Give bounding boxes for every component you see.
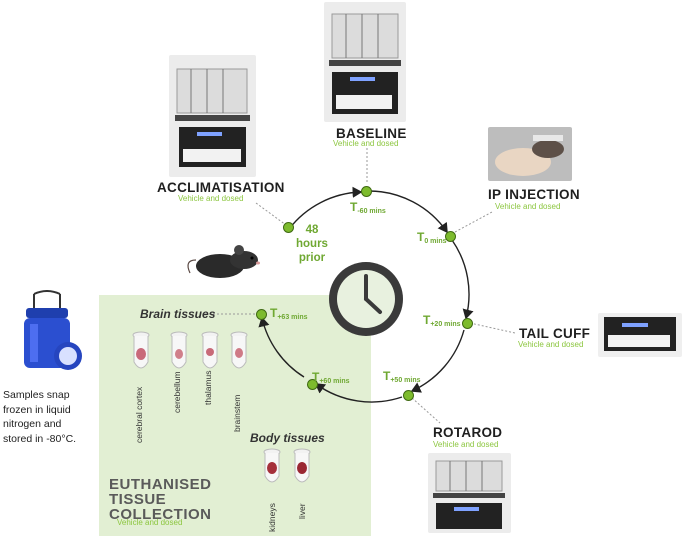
timepoint-dot-20: [462, 318, 473, 329]
euthanised-title: EUTHANISED TISSUE COLLECTION: [109, 476, 212, 523]
stage-title-rotarod: ROTAROD: [433, 425, 503, 440]
timepoint-dot-50: [403, 390, 414, 401]
stage-title-acclimatisation: ACCLIMATISATION: [157, 180, 285, 195]
timepoint-label-20: T+20 mins: [423, 313, 461, 328]
timeline-arc: [258, 316, 305, 378]
timepoint-dot-60: [307, 379, 318, 390]
brain-tissue-label: cerebral cortex: [134, 386, 144, 443]
euthanised-subtitle: Vehicle and dosed: [117, 518, 183, 527]
brain-tube-icon: [230, 331, 248, 369]
stage-subtitle-ip-injection: Vehicle and dosed: [495, 202, 561, 211]
tail-cuff-equipment-image: [598, 313, 682, 357]
timepoint-label-63: T+63 mins: [270, 306, 308, 321]
timepoint-label-minus60: T-60 mins: [350, 200, 386, 215]
stage-subtitle-baseline: Vehicle and dosed: [333, 139, 399, 148]
timepoint-dot-63: [256, 309, 267, 320]
timepoint-dot-0: [445, 231, 456, 242]
timepoint-dot-minus60: [361, 186, 372, 197]
stage-title-ip-injection: IP INJECTION: [488, 187, 580, 202]
body-tissues-title: Body tissues: [250, 431, 325, 445]
stage-title-tail-cuff: TAIL CUFF: [519, 326, 591, 341]
timepoint-dot-prior: [283, 222, 294, 233]
stage-subtitle-tail-cuff: Vehicle and dosed: [518, 340, 584, 349]
timeline-arc: [368, 190, 448, 234]
timepoint-label-0: T0 mins: [417, 230, 447, 245]
body-tubes: [263, 448, 311, 483]
body-tube-icon: [263, 448, 281, 483]
acclimatisation-equipment-image: [169, 55, 256, 177]
clock-icon: [329, 262, 403, 336]
brain-tube-icon: [201, 331, 219, 369]
mouse-image: [187, 245, 260, 278]
brain-tissues-title: Brain tissues: [140, 307, 216, 321]
timepoint-label-50: T+50 mins: [383, 369, 421, 384]
timeline-arc: [288, 186, 363, 230]
body-tissue-label: kidneys: [267, 503, 277, 532]
timepoint-label-60: T+60 mins: [312, 370, 350, 385]
stage-title-baseline: BASELINE: [336, 126, 407, 141]
stage-subtitle-acclimatisation: Vehicle and dosed: [178, 194, 244, 203]
timeline-arc: [314, 383, 403, 403]
brain-tube-icon: [170, 331, 188, 369]
stage-subtitle-rotarod: Vehicle and dosed: [433, 440, 499, 449]
ip-injection-image: [488, 127, 572, 181]
storage-note: Samples snap frozen in liquid nitrogen a…: [3, 389, 77, 445]
rotarod-equipment-image: [428, 453, 511, 533]
brain-tissue-label: thalamus: [203, 370, 213, 406]
brain-tissue-label: brainstem: [232, 394, 242, 432]
brain-tubes: [132, 331, 248, 369]
body-tube-icon: [293, 448, 311, 483]
timeline-arc: [451, 239, 474, 320]
timepoint-label-prior: 48 hours prior: [296, 224, 328, 264]
baseline-equipment-image: [324, 2, 406, 122]
liquid-nitrogen-dewar-image: [24, 290, 82, 370]
timeline-arc: [410, 329, 465, 393]
brain-tube-icon: [132, 331, 150, 369]
brain-tissue-label: cerebellum: [172, 371, 182, 413]
body-tissue-label: liver: [297, 503, 307, 519]
